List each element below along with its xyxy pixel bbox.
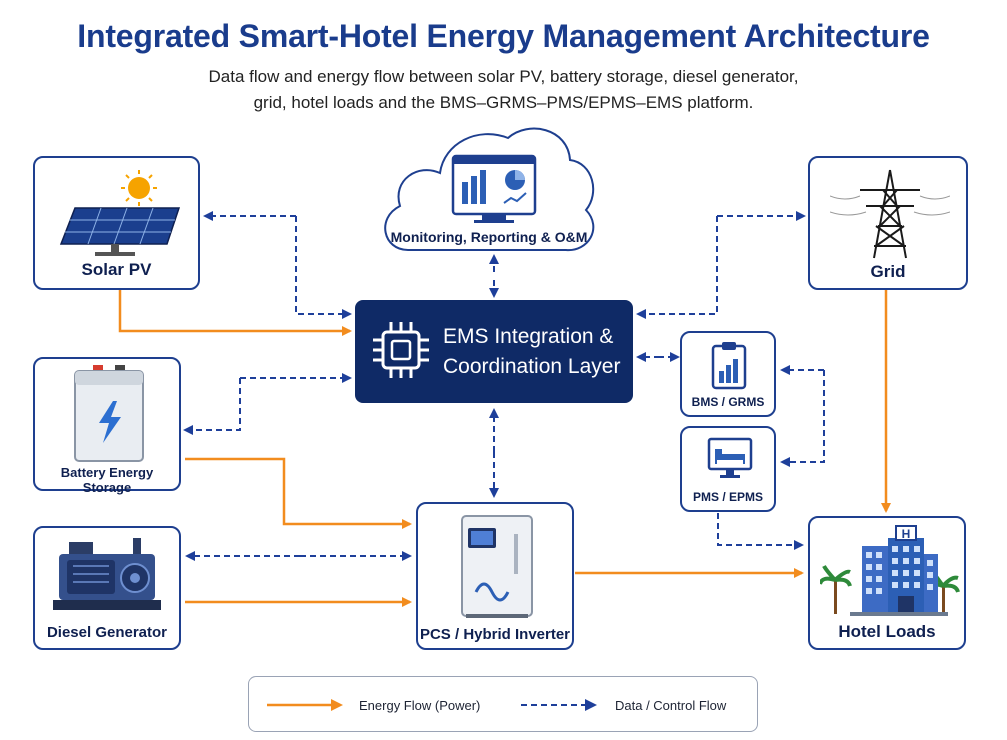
monitoring-label: Monitoring, Reporting & O&M [391, 229, 588, 245]
grid-label: Grid [870, 262, 906, 281]
grid-node[interactable]: Grid [808, 156, 968, 290]
bms-grms-label: BMS / GRMS [691, 395, 765, 409]
diesel-generator-node[interactable]: Diesel Generator [33, 526, 181, 650]
energy-battery-to-pcs [185, 457, 412, 529]
solar-pv-node[interactable]: Solar PV [33, 156, 200, 290]
page-title: Integrated Smart-Hotel Energy Management… [77, 18, 930, 54]
solar-pv-label: Solar PV [81, 260, 152, 279]
data-pms-hotel [717, 513, 804, 550]
solar-panel-icon [59, 170, 181, 256]
dashboard-monitor-icon [451, 154, 537, 223]
legend: Energy Flow (Power) Data / Control Flow [248, 676, 758, 732]
palm-tree-left [820, 565, 852, 614]
ems-label: EMS Integration & Coordination Layer [443, 322, 628, 382]
clipboard-chart-icon [711, 342, 747, 390]
data-ems-grid [636, 216, 718, 319]
battery-cabinet-icon [74, 365, 144, 462]
transmission-tower-icon [830, 169, 950, 259]
generator-engine-icon [53, 538, 161, 610]
energy-solar-to-ems [118, 290, 352, 336]
bms-grms-node[interactable]: BMS / GRMS [680, 331, 776, 417]
diesel-generator-label: Diesel Generator [46, 624, 168, 641]
data-ems-battery [183, 378, 241, 435]
processor-chip-icon [373, 322, 429, 378]
legend-data-label: Data / Control Flow [615, 698, 727, 713]
ems-label-line-2: Coordination Layer [443, 355, 621, 378]
ems-integration-node[interactable]: EMS Integration & Coordination Layer [355, 300, 633, 403]
battery-storage-node[interactable]: Battery Energy Storage [33, 357, 181, 495]
legend-data-arrow [521, 699, 597, 711]
subtitle-line-2: grid, hotel loads and the BMS–GRMS–PMS/E… [253, 93, 754, 112]
pms-epms-node[interactable]: PMS / EPMS [680, 426, 776, 512]
battery-storage-label: Battery Energy Storage [60, 465, 154, 495]
pms-epms-label: PMS / EPMS [692, 490, 763, 504]
page-subtitle: Data flow and energy flow between solar … [120, 64, 887, 116]
legend-energy-label: Energy Flow (Power) [359, 698, 481, 713]
hotel-loads-node[interactable]: H Hotel Loads [808, 516, 966, 650]
hotel-bed-monitor-icon [707, 437, 753, 478]
hotel-loads-label: Hotel Loads [838, 622, 936, 641]
ems-label-line-1: EMS Integration & [443, 325, 614, 348]
data-solar-ems [295, 216, 352, 319]
svg-text:H: H [902, 527, 911, 541]
data-bms-pms-loop [780, 370, 825, 467]
legend-energy-arrow [267, 699, 343, 711]
inverter-cabinet-icon [461, 515, 533, 618]
subtitle-line-1: Data flow and energy flow between solar … [208, 67, 799, 86]
pcs-inverter-node[interactable]: PCS / Hybrid Inverter [416, 502, 574, 650]
pcs-inverter-label: PCS / Hybrid Inverter [419, 626, 571, 643]
monitoring-cloud[interactable]: Monitoring, Reporting & O&M [378, 118, 600, 258]
hotel-building-icon: H [820, 525, 960, 616]
